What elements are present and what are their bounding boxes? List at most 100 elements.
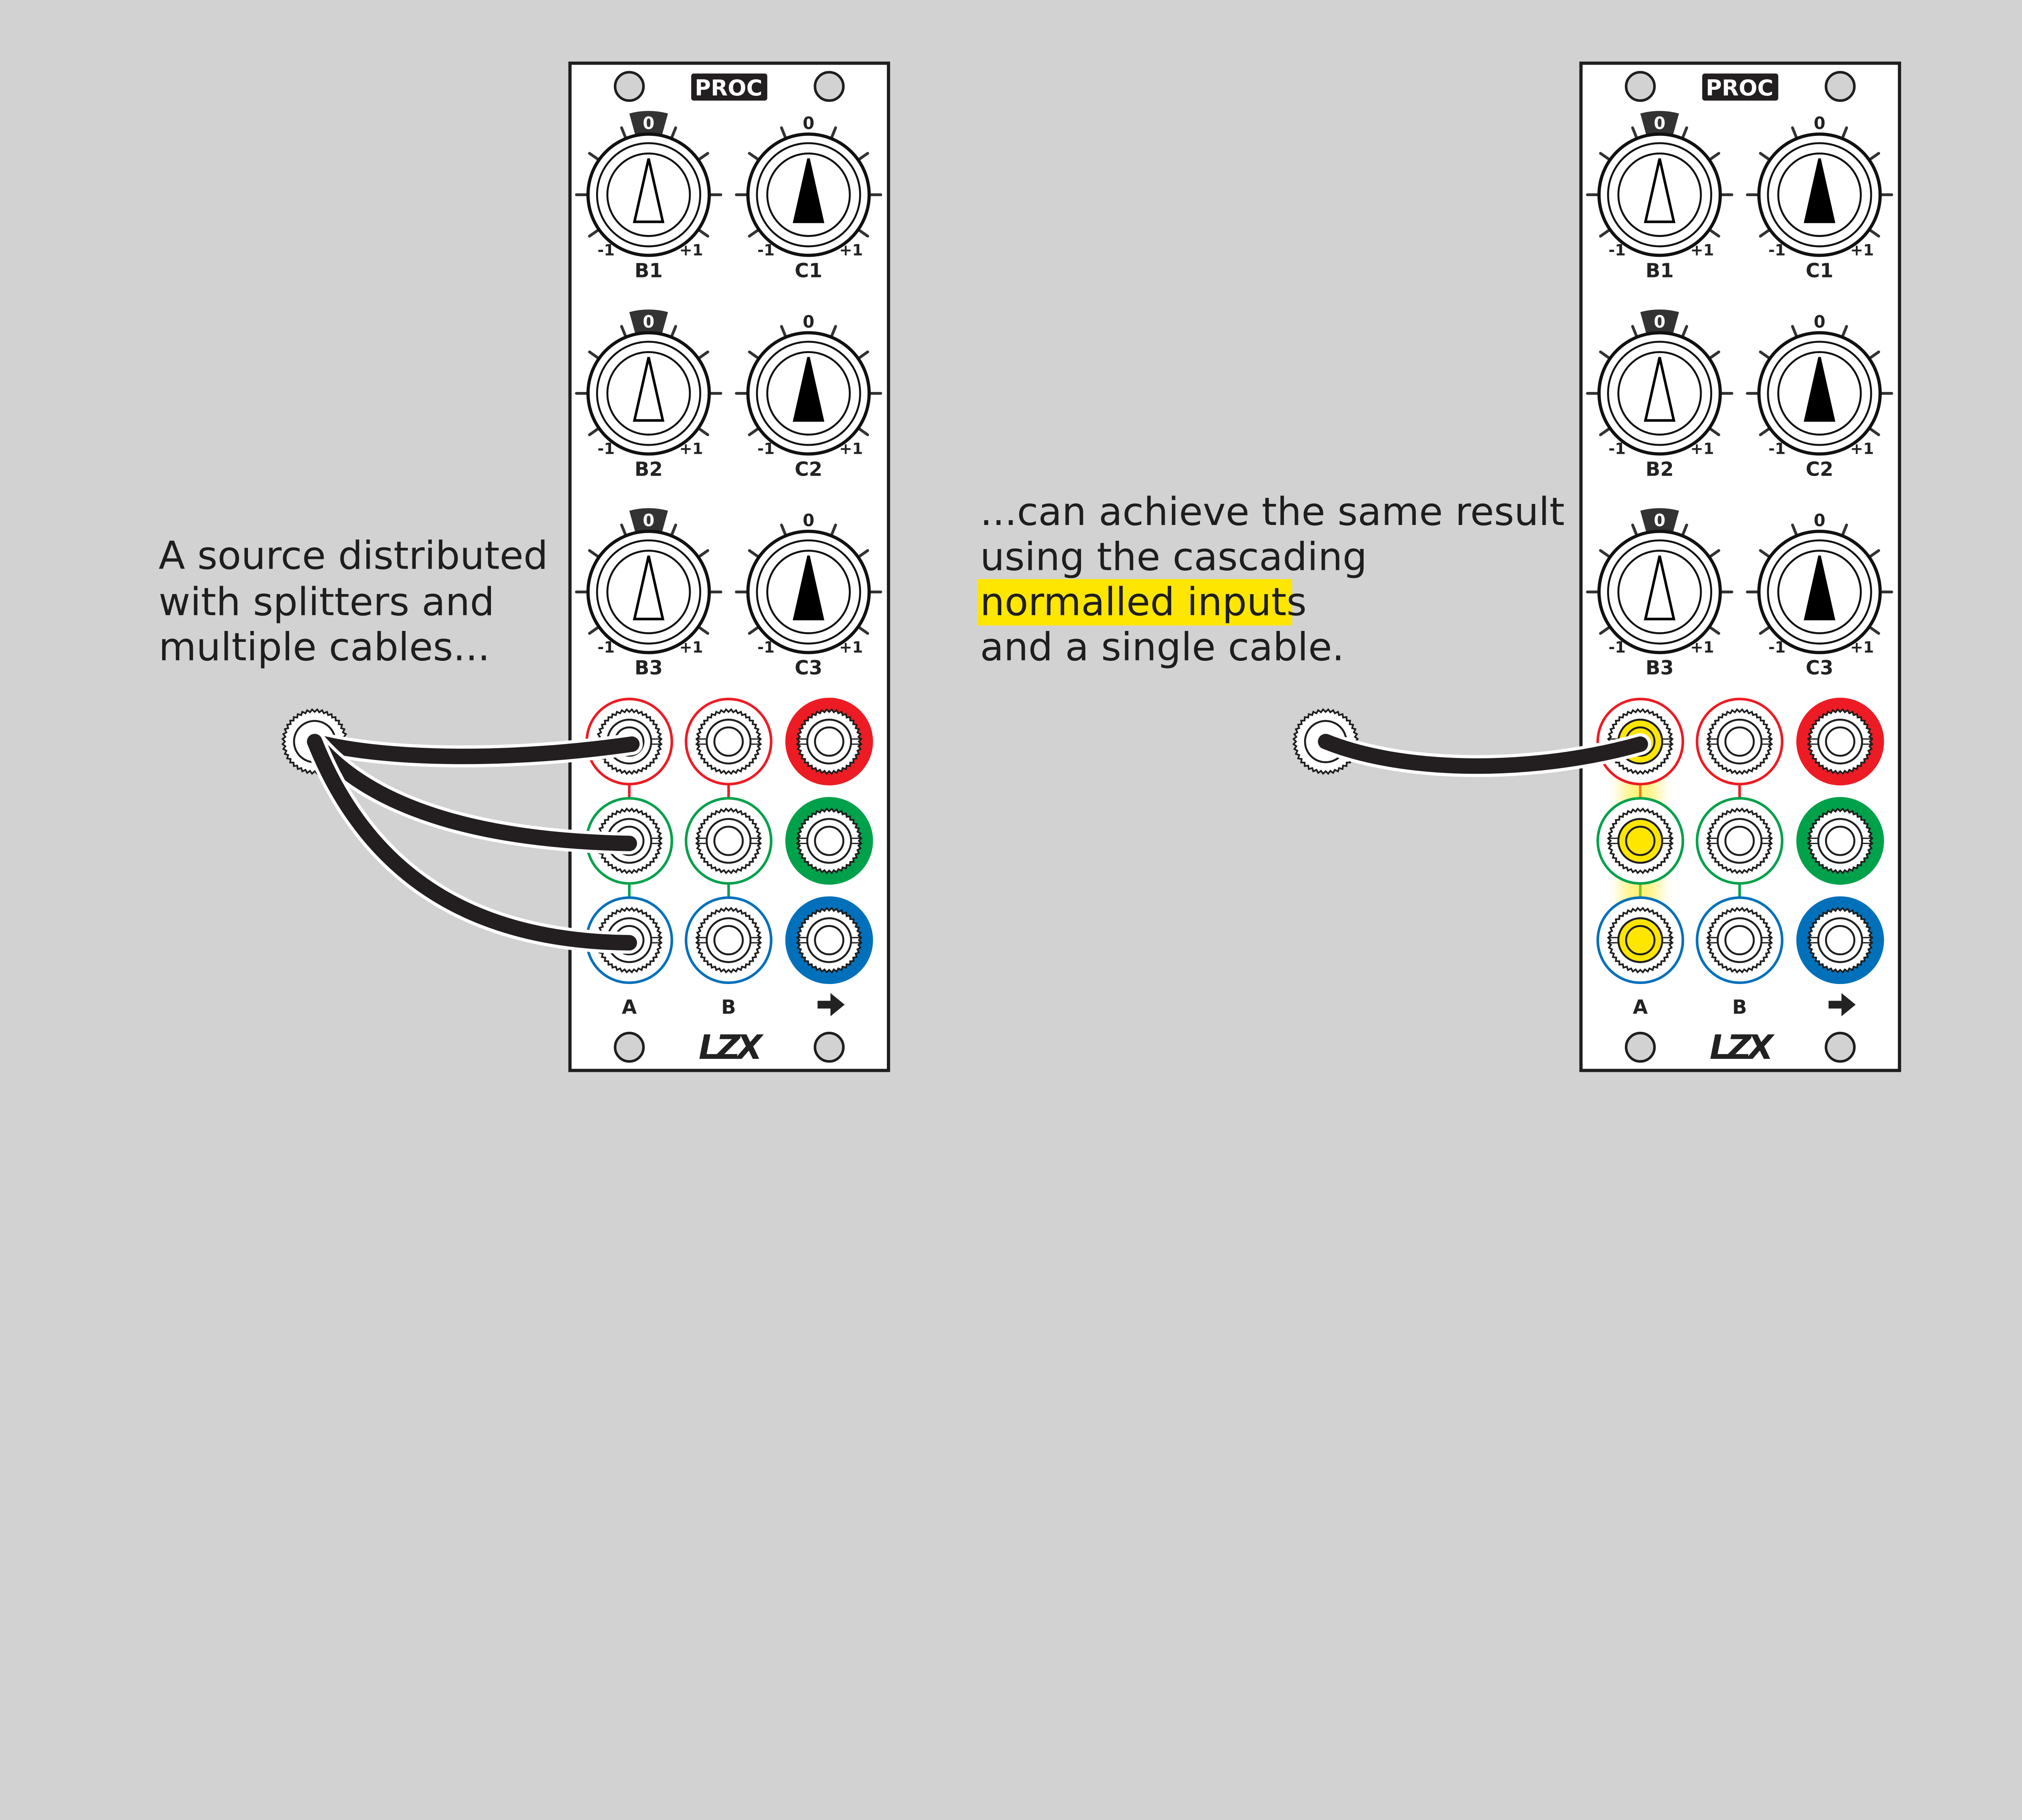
caption-line: A source distributed xyxy=(159,533,548,578)
knob-B1[interactable]: 0-1+1B1 xyxy=(1586,111,1734,282)
jack-A3[interactable] xyxy=(1596,896,1684,984)
jack-hole xyxy=(1825,726,1855,757)
knob-tick xyxy=(1708,152,1720,162)
knob-cap xyxy=(1777,550,1862,635)
knob-tick xyxy=(829,325,837,339)
screw-icon xyxy=(1624,1032,1656,1063)
diagram-svg: A source distributed with splitters and … xyxy=(159,61,1901,1072)
knob-tick xyxy=(857,350,869,360)
knob-tick xyxy=(780,523,787,538)
knob-min-label: -1 xyxy=(757,440,775,458)
knob-pointer xyxy=(793,555,825,620)
knob-tick xyxy=(697,625,709,635)
knob-tick xyxy=(1708,427,1720,436)
knob-min-label: -1 xyxy=(597,440,615,458)
knob-C1[interactable]: 0-1+1C1 xyxy=(735,114,882,282)
knob-tick xyxy=(1868,625,1880,635)
knob-B1[interactable]: 0-1+1B1 xyxy=(575,111,723,282)
knob-ring xyxy=(596,341,701,446)
jack-B1[interactable] xyxy=(685,698,773,785)
knob-tick xyxy=(1599,549,1612,559)
knob-tick xyxy=(748,350,761,360)
knob-tick xyxy=(1791,523,1798,538)
jack-B1[interactable] xyxy=(1696,698,1784,785)
screw-icon xyxy=(1825,71,1856,102)
jack-out3[interactable] xyxy=(1796,896,1884,984)
knob-B2[interactable]: 0-1+1B2 xyxy=(1586,309,1734,481)
knob-tick xyxy=(697,549,709,559)
caption-line: using the cascading xyxy=(980,534,1367,579)
knob-tick xyxy=(1759,228,1772,238)
jack-out1[interactable] xyxy=(785,698,873,785)
patch-cable[interactable] xyxy=(307,734,640,764)
jack-B3[interactable] xyxy=(1696,896,1784,984)
knob-tick xyxy=(1599,350,1612,360)
jack-out3[interactable] xyxy=(785,896,873,984)
zero-tab xyxy=(1640,309,1679,336)
knob-B2[interactable]: 0-1+1B2 xyxy=(575,309,723,481)
jack-out2[interactable] xyxy=(785,797,873,885)
knob-zero-label: 0 xyxy=(1814,114,1825,133)
module-name: PROC xyxy=(695,75,762,101)
knob-C1[interactable]: 0-1+1C1 xyxy=(1746,114,1893,282)
knob-tick xyxy=(697,427,709,436)
jack-B3[interactable] xyxy=(685,896,773,984)
patch-cable[interactable] xyxy=(307,734,637,851)
knob-pointer xyxy=(793,158,825,223)
knob-C2[interactable]: 0-1+1C2 xyxy=(735,312,882,481)
knob-C3[interactable]: 0-1+1C3 xyxy=(735,511,882,679)
cables xyxy=(281,708,1652,954)
knob-tick xyxy=(748,152,761,162)
jack-hole xyxy=(713,726,744,757)
module-panel-splitters: PROC0-1+1B10-1+1C10-1+1B20-1+1C20-1+1B30… xyxy=(568,61,890,1072)
knob-cap xyxy=(1617,152,1702,237)
module-name-badge xyxy=(1702,73,1779,101)
knob-label: C1 xyxy=(795,260,822,282)
knob-zero-label: 0 xyxy=(803,312,814,332)
knob-ring xyxy=(1607,539,1712,645)
jack-B2[interactable] xyxy=(1696,797,1784,885)
knob-tick xyxy=(620,325,628,339)
knob-B3[interactable]: 0-1+1B3 xyxy=(1586,508,1734,679)
arrow-right-icon xyxy=(817,993,845,1016)
patch-cable[interactable] xyxy=(1318,734,1648,774)
column-label-b: B xyxy=(721,996,736,1018)
knob-tick xyxy=(1868,549,1880,559)
knob-tick xyxy=(588,350,601,360)
screw-icon xyxy=(814,1032,845,1063)
knob-tick xyxy=(857,228,869,238)
jack-out1[interactable] xyxy=(1796,698,1884,785)
knob-tick xyxy=(1759,625,1772,635)
jack-hole xyxy=(814,726,844,757)
knob-C2[interactable]: 0-1+1C2 xyxy=(1746,312,1893,481)
jack-A2[interactable] xyxy=(1596,797,1684,885)
knob-tick xyxy=(588,625,601,635)
knob-tick xyxy=(670,523,677,538)
jack-hole xyxy=(1724,925,1755,956)
knob-tick xyxy=(1599,152,1612,162)
knob-min-label: -1 xyxy=(1608,440,1626,458)
caption-line: multiple cables... xyxy=(159,624,490,670)
knob-min-label: -1 xyxy=(1768,241,1786,259)
zero-tab xyxy=(1640,508,1679,534)
jack-hole xyxy=(1724,726,1755,757)
knob-ring xyxy=(756,341,861,446)
jack-hole xyxy=(1825,925,1855,956)
knob-cap xyxy=(606,351,691,436)
knob-zero-label: 0 xyxy=(1814,312,1825,332)
knob-label: B2 xyxy=(1646,459,1674,481)
knob-tick xyxy=(588,549,601,559)
knob-tick xyxy=(670,325,677,339)
knob-C3[interactable]: 0-1+1C3 xyxy=(1746,511,1893,679)
knob-zero-label: 0 xyxy=(643,312,655,332)
knob-max-label: +1 xyxy=(839,639,863,657)
knob-label: B1 xyxy=(635,260,663,282)
knob-ring xyxy=(1607,341,1712,446)
jack-hole xyxy=(713,925,744,956)
jack-B2[interactable] xyxy=(685,797,773,885)
jack-out2[interactable] xyxy=(1796,797,1884,885)
patch-cable[interactable] xyxy=(307,734,637,951)
knob-max-label: +1 xyxy=(1690,241,1714,259)
knob-B3[interactable]: 0-1+1B3 xyxy=(575,508,723,679)
screw-icon xyxy=(814,71,845,102)
